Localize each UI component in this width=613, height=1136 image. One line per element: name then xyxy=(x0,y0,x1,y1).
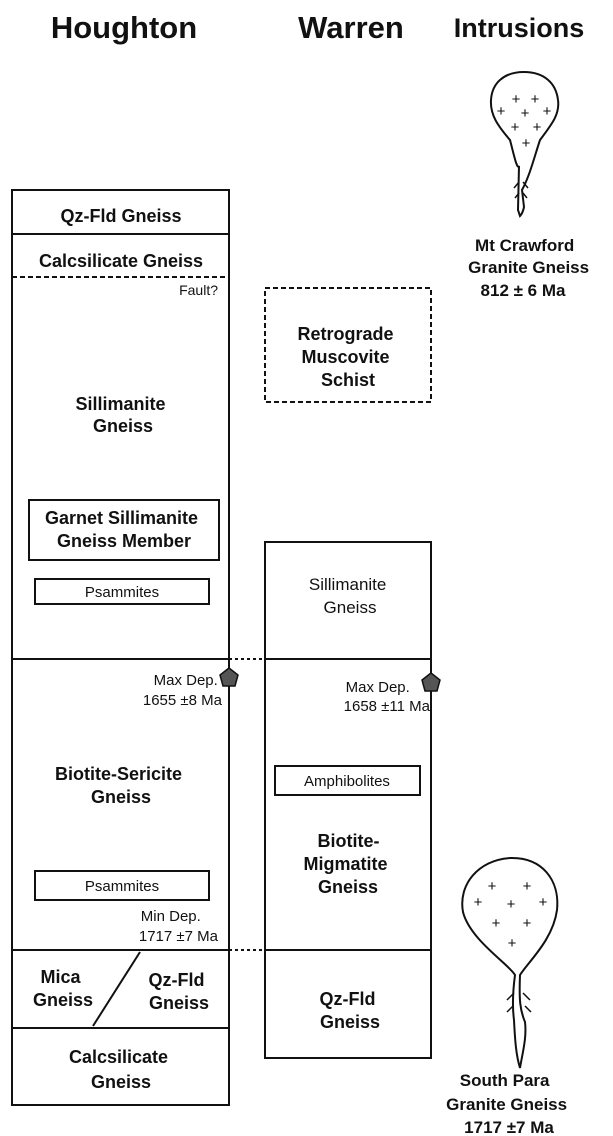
lower-qz-fld-line1: Qz-Fld xyxy=(148,970,204,990)
warren-column xyxy=(265,288,431,1058)
warren-qz-fld-gneiss: Qz-Fld Gneiss xyxy=(319,989,380,1032)
biotite-migmatite-line2: Migmatite xyxy=(303,854,387,874)
biotite-migmatite-line1: Biotite- xyxy=(317,831,379,851)
mt-crawford-line3: 812 ± 6 Ma xyxy=(481,281,566,300)
houghton-max-dep-marker xyxy=(220,668,238,686)
mt-crawford-pluton-icon: ++ +++ ++ + xyxy=(491,72,558,216)
houghton-bottom-calcsilicate-gneiss: Calcsilicate Gneiss xyxy=(69,1047,173,1092)
mica-gneiss: Mica Gneiss xyxy=(33,967,93,1010)
houghton-sillimanite-line2: Gneiss xyxy=(93,416,153,436)
biotite-sericite-line2: Gneiss xyxy=(91,787,151,807)
houghton-max-dep: Max Dep. 1655 ±8 Ma xyxy=(143,672,223,709)
svg-text:+: + xyxy=(497,103,506,120)
mica-gneiss-line2: Gneiss xyxy=(33,990,93,1010)
south-para-line1: South Para xyxy=(460,1071,550,1090)
biotite-migmatite-gneiss: Biotite- Migmatite Gneiss xyxy=(303,831,392,897)
psammites-upper-label: Psammites xyxy=(85,584,159,601)
svg-text:+: + xyxy=(507,896,516,913)
svg-text:+: + xyxy=(521,105,530,122)
biotite-migmatite-line3: Gneiss xyxy=(318,877,378,897)
header-houghton: Houghton xyxy=(51,10,197,45)
warren-column-frame xyxy=(265,542,431,1058)
warren-max-dep: Max Dep. 1658 ±11 Ma xyxy=(344,679,431,715)
svg-text:+: + xyxy=(539,894,548,911)
warren-sillimanite-gneiss: Sillimanite Gneiss xyxy=(309,575,391,617)
svg-text:+: + xyxy=(533,119,542,136)
header-intrusions: Intrusions xyxy=(454,13,585,43)
houghton-qz-fld-gneiss: Qz-Fld Gneiss xyxy=(60,206,181,226)
houghton-min-dep-line1: Min Dep. xyxy=(141,908,201,925)
garnet-member-line2: Gneiss Member xyxy=(57,531,191,551)
houghton-lower-qz-fld-gneiss: Qz-Fld Gneiss xyxy=(148,970,209,1013)
warren-max-dep-line1: Max Dep. xyxy=(346,679,410,696)
svg-text:+: + xyxy=(511,119,520,136)
garnet-sillimanite-member: Garnet Sillimanite Gneiss Member xyxy=(45,508,203,551)
houghton-sillimanite-gneiss: Sillimanite Gneiss xyxy=(75,394,170,436)
biotite-sericite-gneiss: Biotite-Sericite Gneiss xyxy=(55,764,187,807)
south-para-line2: Granite Gneiss xyxy=(446,1095,567,1114)
warren-max-dep-marker xyxy=(422,673,440,691)
south-para-pluton-icon: + + + + + + + + xyxy=(462,858,557,1068)
houghton-min-dep: Min Dep. 1717 ±7 Ma xyxy=(139,908,219,945)
warren-sillimanite-line1: Sillimanite xyxy=(309,575,386,594)
south-para-label: South Para Granite Gneiss 1717 ±7 Ma xyxy=(446,1071,572,1136)
svg-text:+: + xyxy=(512,91,521,108)
biotite-sericite-line1: Biotite-Sericite xyxy=(55,764,182,784)
retrograde-line3: Schist xyxy=(321,370,375,390)
houghton-sillimanite-line1: Sillimanite xyxy=(75,394,165,414)
houghton-min-dep-line2: 1717 ±7 Ma xyxy=(139,928,219,945)
mt-crawford-label: Mt Crawford Granite Gneiss 812 ± 6 Ma xyxy=(468,236,594,300)
warren-qz-fld-line2: Gneiss xyxy=(320,1012,380,1032)
bottom-calcsilicate-line1: Calcsilicate xyxy=(69,1047,168,1067)
header-warren: Warren xyxy=(298,10,404,45)
retrograde-line1: Retrograde xyxy=(297,324,393,344)
svg-text:+: + xyxy=(522,135,531,152)
south-para-line3: 1717 ±7 Ma xyxy=(464,1118,554,1136)
svg-text:+: + xyxy=(474,894,483,911)
warren-sillimanite-line2: Gneiss xyxy=(324,598,377,617)
bottom-calcsilicate-line2: Gneiss xyxy=(91,1072,151,1092)
mica-gneiss-line1: Mica xyxy=(40,967,81,987)
mt-crawford-line2: Granite Gneiss xyxy=(468,258,589,277)
svg-text:+: + xyxy=(523,878,532,895)
svg-text:+: + xyxy=(531,91,540,108)
retrograde-line2: Muscovite xyxy=(301,347,389,367)
mica-qzfld-diagonal xyxy=(93,952,140,1026)
amphibolites-label: Amphibolites xyxy=(304,773,390,790)
svg-text:+: + xyxy=(543,103,552,120)
warren-qz-fld-line1: Qz-Fld xyxy=(319,989,375,1009)
lower-qz-fld-line2: Gneiss xyxy=(149,993,209,1013)
houghton-max-dep-line2: 1655 ±8 Ma xyxy=(143,692,223,709)
mt-crawford-line1: Mt Crawford xyxy=(475,236,574,255)
retrograde-muscovite-schist: Retrograde Muscovite Schist xyxy=(297,324,398,390)
fault-label: Fault? xyxy=(179,282,218,298)
warren-max-dep-line2: 1658 ±11 Ma xyxy=(344,698,431,715)
garnet-member-line1: Garnet Sillimanite xyxy=(45,508,198,528)
houghton-calcsilicate-gneiss: Calcsilicate Gneiss xyxy=(39,251,203,271)
svg-text:+: + xyxy=(488,878,497,895)
svg-text:+: + xyxy=(508,935,517,952)
psammites-lower-label: Psammites xyxy=(85,878,159,895)
correlation-lines xyxy=(229,659,265,950)
svg-text:+: + xyxy=(492,915,501,932)
houghton-max-dep-line1: Max Dep. xyxy=(154,672,218,689)
svg-text:+: + xyxy=(523,915,532,932)
